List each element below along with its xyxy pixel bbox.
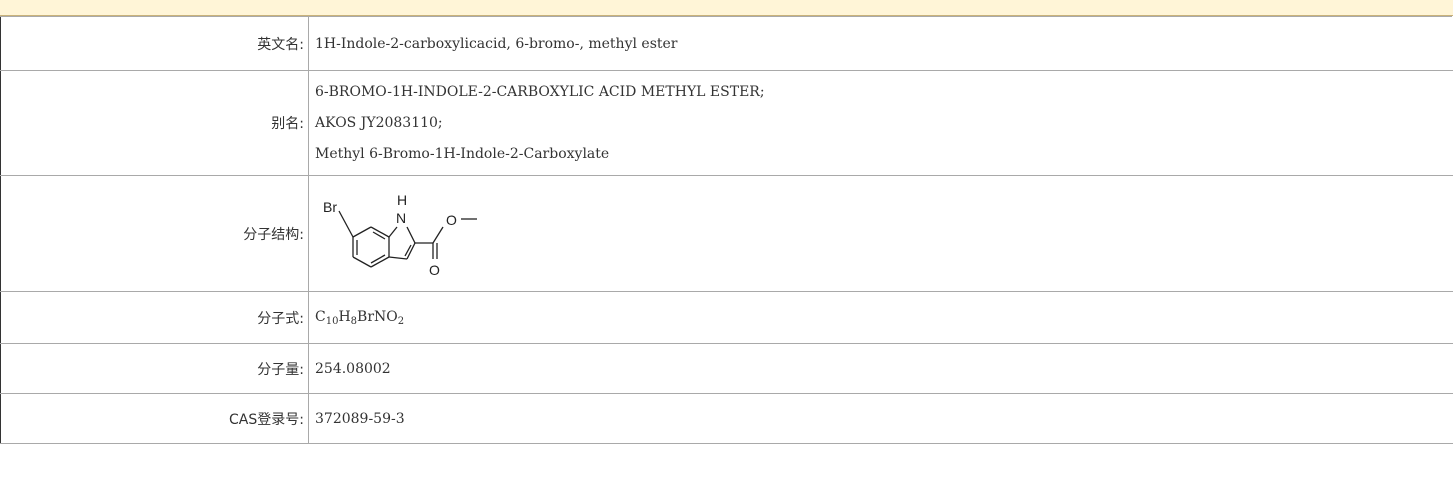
formula-subscript: 8: [350, 315, 358, 327]
row-formula: 分子式: C10H8BrNO2: [0, 291, 1453, 344]
formula-subscript: 10: [325, 315, 339, 327]
cas-label: CAS登录号:: [0, 393, 309, 444]
mol-weight-value: 254.08002: [308, 343, 1453, 394]
formula-value: C10H8BrNO2: [308, 291, 1453, 344]
aliases-value: 6-BROMO-1H-INDOLE-2-CARBOXYLIC ACID METH…: [308, 70, 1453, 176]
alias-item: 6-BROMO-1H-INDOLE-2-CARBOXYLIC ACID METH…: [315, 83, 765, 100]
aliases-label: 别名:: [0, 70, 309, 176]
formula-label: 分子式:: [0, 291, 309, 344]
english-name-label: 英文名:: [0, 16, 309, 71]
compound-info-table: 英文名: 1H-Indole-2-carboxylicacid, 6-bromo…: [0, 16, 1453, 444]
alias-item: AKOS JY2083110;: [315, 114, 443, 131]
formula-part: C: [315, 308, 326, 325]
formula-subscript: 2: [397, 315, 405, 327]
mol-weight-label: 分子量:: [0, 343, 309, 394]
formula-part: O: [386, 308, 398, 325]
row-english-name: 英文名: 1H-Indole-2-carboxylicacid, 6-bromo…: [0, 16, 1453, 71]
atom-label: N: [396, 210, 406, 226]
row-cas: CAS登录号: 372089-59-3: [0, 393, 1453, 444]
molecular-structure-image: Br H N O O: [323, 192, 477, 278]
structure-label: 分子结构:: [0, 175, 309, 292]
alias-item: Methyl 6-Bromo-1H-Indole-2-Carboxylate: [315, 145, 610, 162]
atom-label: O: [446, 212, 457, 228]
formula-part: H: [338, 308, 351, 325]
atom-label: O: [429, 262, 440, 278]
row-structure: 分子结构:: [0, 175, 1453, 292]
formula-part: BrN: [357, 308, 387, 325]
row-mol-weight: 分子量: 254.08002: [0, 343, 1453, 394]
row-aliases: 别名: 6-BROMO-1H-INDOLE-2-CARBOXYLIC ACID …: [0, 70, 1453, 176]
header-band: [0, 0, 1453, 16]
structure-value: Br H N O O: [308, 175, 1453, 292]
cas-value: 372089-59-3: [308, 393, 1453, 444]
english-name-value: 1H-Indole-2-carboxylicacid, 6-bromo-, me…: [308, 16, 1453, 71]
atom-label: Br: [323, 199, 337, 215]
atom-label: H: [397, 192, 407, 208]
